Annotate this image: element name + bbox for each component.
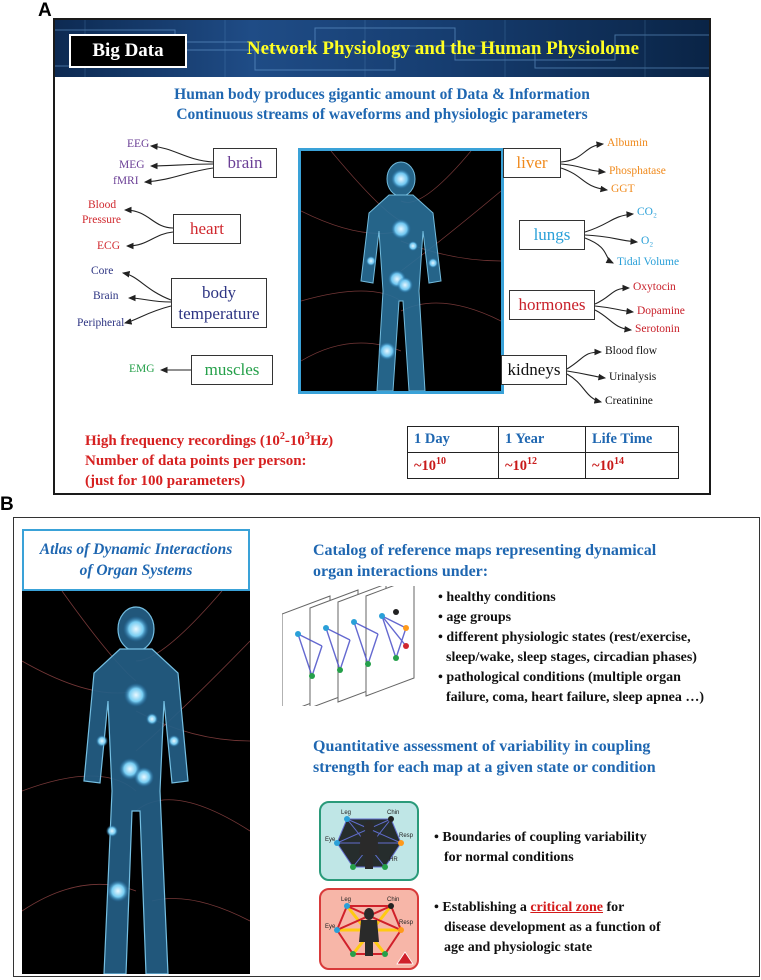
organ-body-line2: temperature	[178, 304, 260, 323]
critical-line-2: disease development as a function of	[444, 920, 661, 935]
panel-label-a: A	[38, 0, 52, 21]
organ-hormones: hormones	[509, 290, 595, 320]
map-label-hr: HR	[389, 857, 398, 863]
organ-heart: heart	[173, 214, 241, 244]
normal-network-icon: Leg Chin Eye Resp HR	[325, 810, 414, 870]
map-label-chin: Chin	[387, 810, 399, 816]
param-ggt: GGT	[611, 183, 635, 195]
recording-text: High frequency recordings (102-103Hz) Nu…	[85, 427, 333, 491]
critical-line-3: age and physiologic state	[444, 940, 593, 955]
critical-zone-text: critical zone	[530, 900, 604, 915]
table-header-day: 1 Day	[407, 426, 499, 453]
boundaries-line-2: for normal conditions	[444, 850, 574, 865]
table-header-lifetime: Life Time	[585, 426, 679, 453]
organ-body-temperature: body temperature	[171, 278, 267, 328]
critical-network-icon: Leg Chin Eye Resp	[325, 897, 414, 965]
subtitle-2: Continuous streams of waveforms and phys…	[176, 106, 588, 123]
param-ecg: ECG	[97, 240, 120, 252]
table-value-day: ~1010	[407, 452, 499, 479]
map-label-resp: Resp	[399, 833, 414, 839]
table-value-lifetime: ~1014	[585, 452, 679, 479]
bullet-pathological: • pathological conditions (multiple orga…	[438, 670, 681, 685]
organ-muscles: muscles	[191, 355, 273, 385]
panel-b: Atlas of Dynamic Interactions of Organ S…	[13, 517, 760, 977]
recording-line-3: (just for 100 parameters)	[85, 473, 246, 489]
catalog-heading-1: Catalog of reference maps representing d…	[313, 542, 657, 559]
param-co2: CO₂	[637, 206, 657, 218]
param-albumin: Albumin	[607, 137, 648, 149]
param-core: Core	[91, 265, 114, 277]
big-data-badge: Big Data	[69, 34, 187, 68]
param-serotonin: Serotonin	[635, 323, 680, 335]
param-emg: EMG	[129, 363, 155, 375]
bullet-physiologic-states: • different physiologic states (rest/exe…	[438, 630, 691, 645]
normal-coupling-map: Leg Chin Eye Resp HR	[319, 801, 419, 881]
bullet-physiologic-states-cont: sleep/wake, sleep stages, circadian phas…	[446, 650, 697, 665]
crit-label-resp: Resp	[399, 920, 414, 926]
connector-arrows	[121, 141, 639, 404]
atlas-line-1: Atlas of Dynamic Interactions	[39, 541, 233, 558]
param-creatinine: Creatinine	[605, 395, 653, 407]
recording-line-2: Number of data points per person:	[85, 453, 307, 469]
table-header-year: 1 Year	[498, 426, 586, 453]
param-phosphatase: Phosphatase	[609, 165, 666, 177]
param-pressure: Pressure	[82, 214, 121, 226]
quant-heading-2: strength for each map at a given state o…	[313, 759, 656, 776]
param-oxytocin: Oxytocin	[633, 281, 676, 293]
bullet-age-groups: • age groups	[438, 610, 512, 625]
organ-lungs: lungs	[519, 220, 585, 250]
map-label-eye: Eye	[325, 837, 336, 843]
atlas-network-illustration	[22, 591, 250, 974]
panel-a: Big Data Network Physiology and the Huma…	[53, 18, 711, 495]
panel-label-b: B	[0, 494, 14, 515]
crit-label-eye: Eye	[325, 924, 336, 930]
param-fmri: fMRI	[113, 175, 139, 187]
bullet-healthy: • healthy conditions	[438, 590, 556, 605]
stacked-network-maps	[282, 586, 415, 706]
param-dopamine: Dopamine	[637, 305, 685, 317]
human-network-illustration	[301, 151, 501, 391]
param-peripheral: Peripheral	[77, 317, 125, 329]
banner-title: Network Physiology and the Human Physiol…	[246, 38, 640, 59]
critical-line-1: • Establishing a critical zone for	[434, 900, 625, 915]
boundaries-line-1: • Boundaries of coupling variability	[434, 830, 647, 845]
bullet-pathological-cont: failure, coma, heart failure, sleep apne…	[446, 690, 705, 705]
catalog-heading-2: organ interactions under:	[313, 563, 489, 580]
organ-brain: brain	[213, 148, 277, 178]
banner: Big Data Network Physiology and the Huma…	[55, 20, 709, 77]
human-body-image	[298, 148, 504, 394]
param-urinalysis: Urinalysis	[609, 371, 657, 383]
table-value-year: ~1012	[498, 452, 586, 479]
organ-body-line1: body	[202, 283, 236, 302]
organ-liver: liver	[503, 148, 561, 178]
quant-heading-1: Quantitative assessment of variability i…	[313, 738, 651, 755]
crit-label-chin: Chin	[387, 897, 399, 903]
param-tidal-volume: Tidal Volume	[617, 256, 680, 268]
map-label-leg: Leg	[341, 810, 351, 816]
organ-kidneys: kidneys	[501, 355, 567, 385]
data-points-table: 1 Day 1 Year Life Time ~1010 ~1012 ~1014	[407, 426, 679, 479]
recording-line-1: High frequency recordings (102-103Hz)	[85, 431, 334, 449]
critical-coupling-map: Leg Chin Eye Resp	[319, 888, 419, 970]
param-o2: O₂	[641, 235, 654, 247]
param-eeg: EEG	[127, 138, 150, 150]
warning-icon	[396, 951, 414, 965]
atlas-line-2: of Organ Systems	[79, 562, 193, 579]
crit-label-leg: Leg	[341, 897, 351, 903]
param-brain: Brain	[93, 290, 119, 302]
param-meg: MEG	[119, 159, 145, 171]
atlas-body-image	[22, 591, 250, 974]
subtitle-1: Human body produces gigantic amount of D…	[174, 86, 590, 103]
param-blood-flow: Blood flow	[605, 345, 658, 357]
param-blood: Blood	[88, 199, 117, 211]
atlas-title-box: Atlas of Dynamic Interactions of Organ S…	[22, 529, 250, 591]
